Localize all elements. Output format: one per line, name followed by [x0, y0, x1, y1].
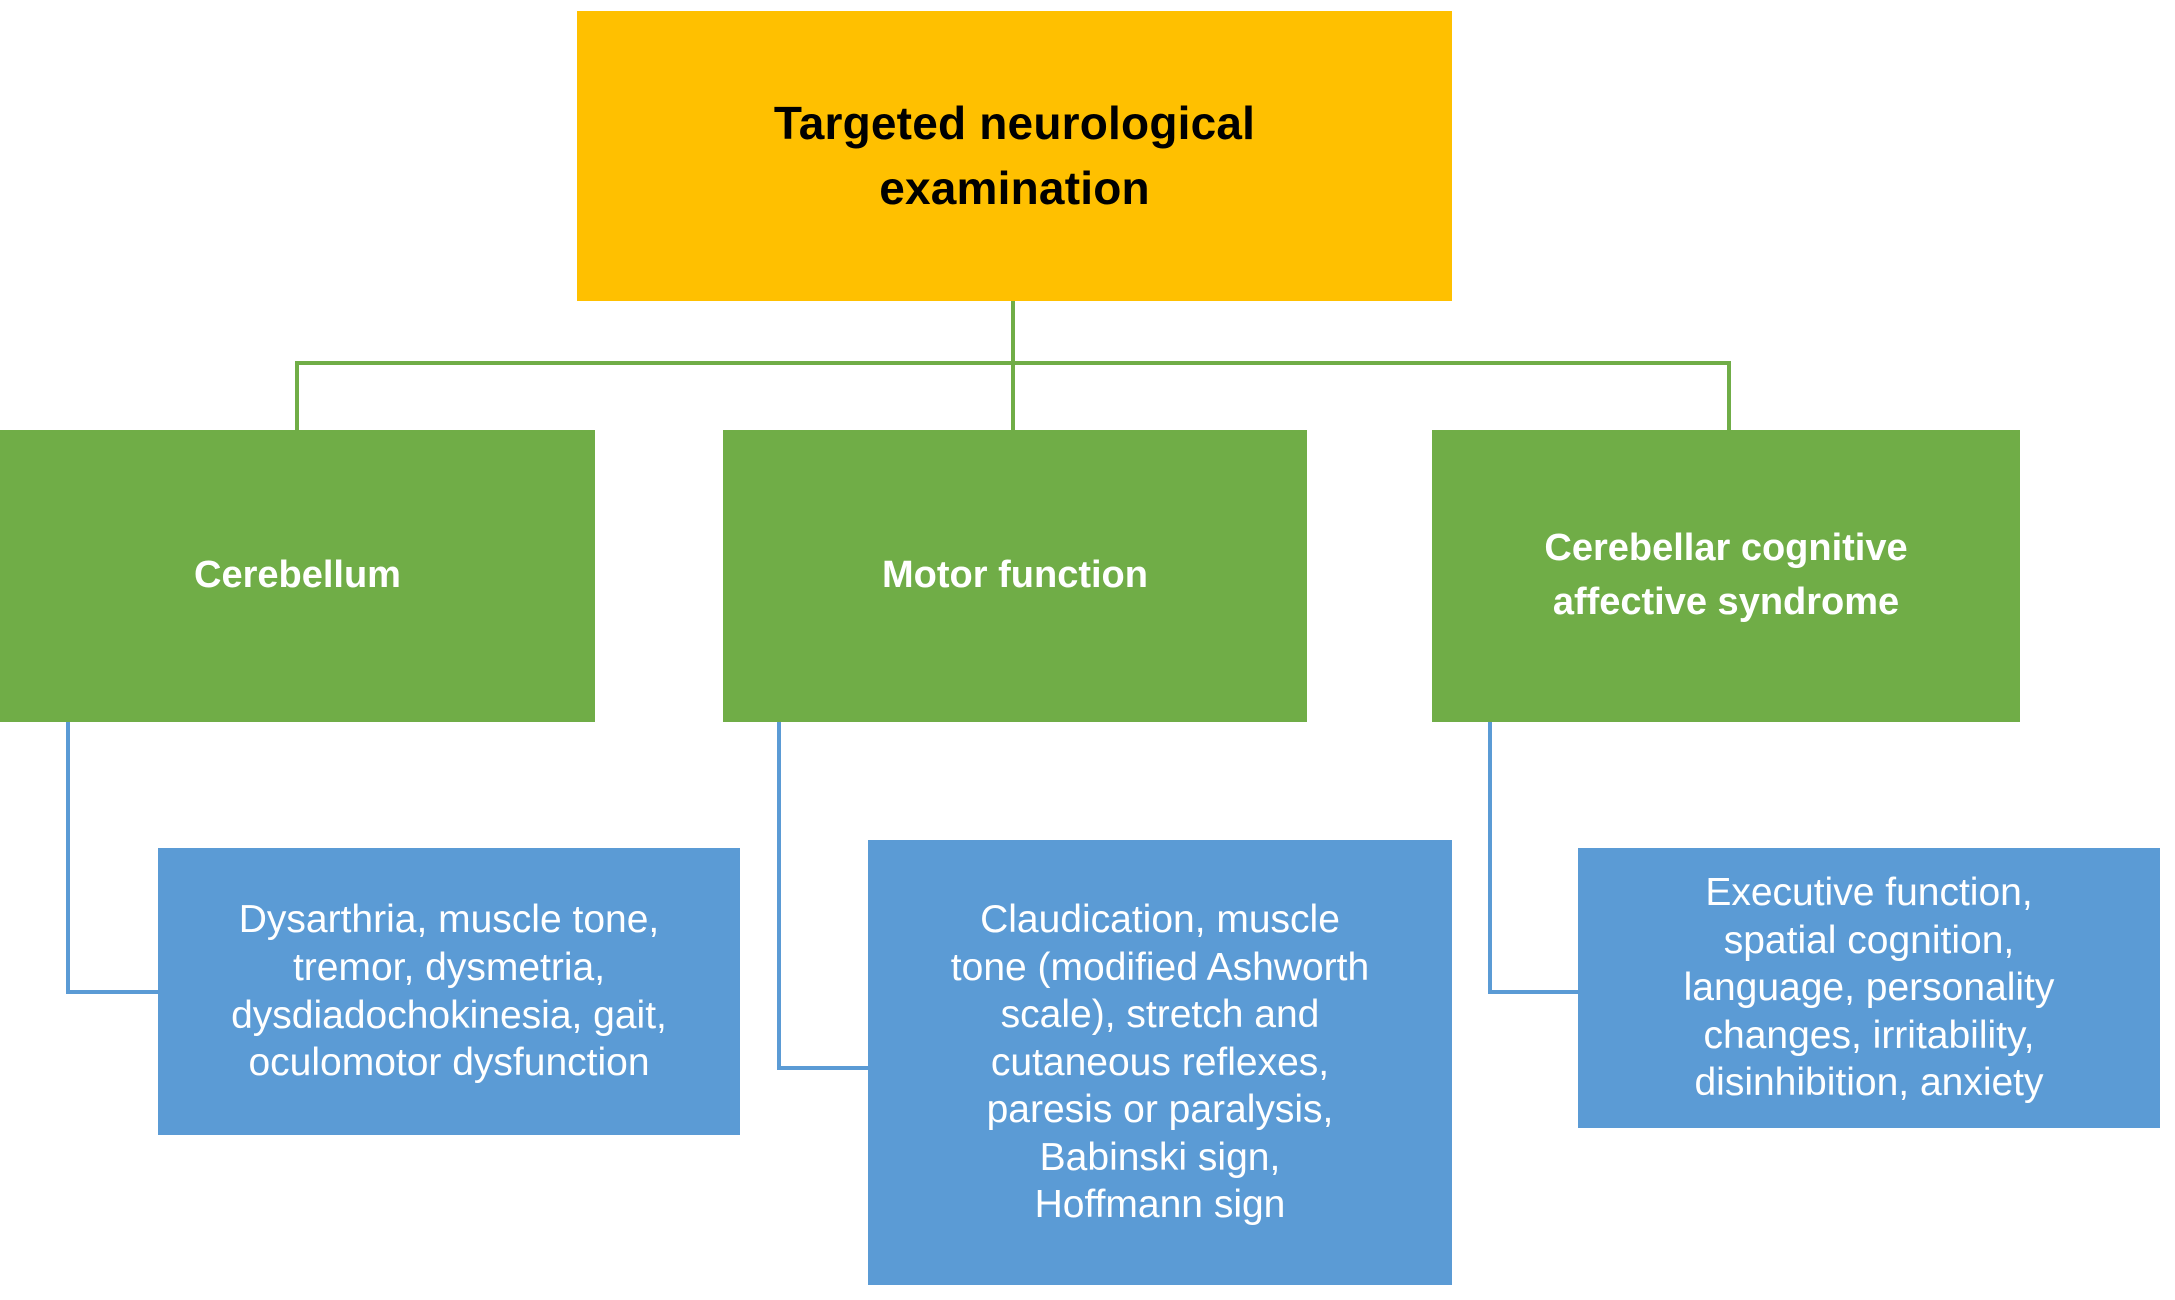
root-node-targeted-neurological-examination[interactable]: Targeted neurological examination	[577, 11, 1452, 301]
category-node-motor-function[interactable]: Motor function	[723, 430, 1307, 722]
connector-to-motor-function	[1011, 361, 1015, 432]
connector-motor-function-detail-vertical	[777, 722, 781, 1070]
category-node-cerebellar-cognitive-affective-syndrome[interactable]: Cerebellar cognitive affective syndrome	[1432, 430, 2020, 722]
category-node-label-cerebellum: Cerebellum	[194, 554, 401, 597]
category-node-label-cerebellar-cognitive-affective-syndrome: Cerebellar cognitive affective syndrome	[1544, 527, 1908, 623]
detail-node-cerebellar-cognitive-affective-syndrome[interactable]: Executive function, spatial cognition, l…	[1578, 848, 2160, 1128]
root-node-label: Targeted neurological examination	[773, 96, 1256, 214]
category-node-label-motor-function: Motor function	[882, 554, 1148, 597]
detail-node-cerebellum[interactable]: Dysarthria, muscle tone, tremor, dysmetr…	[158, 848, 740, 1135]
detail-node-text-motor-function: Claudication, muscle tone (modified Ashw…	[950, 897, 1370, 1227]
detail-node-text-cerebellum: Dysarthria, muscle tone, tremor, dysmetr…	[231, 898, 667, 1085]
connector-to-cerebellar-cognitive-affective-syndrome	[1727, 361, 1731, 432]
category-node-cerebellum[interactable]: Cerebellum	[0, 430, 595, 722]
connector-ccas-detail-vertical	[1488, 722, 1492, 994]
connector-cerebellum-detail-horizontal	[66, 990, 160, 994]
connector-motor-function-detail-horizontal	[777, 1066, 870, 1070]
connector-root-trunk	[1011, 301, 1015, 365]
detail-node-text-cerebellar-cognitive-affective-syndrome: Executive function, spatial cognition, l…	[1683, 871, 2055, 1105]
detail-node-motor-function[interactable]: Claudication, muscle tone (modified Ashw…	[868, 840, 1452, 1285]
connector-cerebellum-detail-vertical	[66, 722, 70, 994]
connector-to-cerebellum	[295, 361, 299, 432]
connector-ccas-detail-horizontal	[1488, 990, 1580, 994]
